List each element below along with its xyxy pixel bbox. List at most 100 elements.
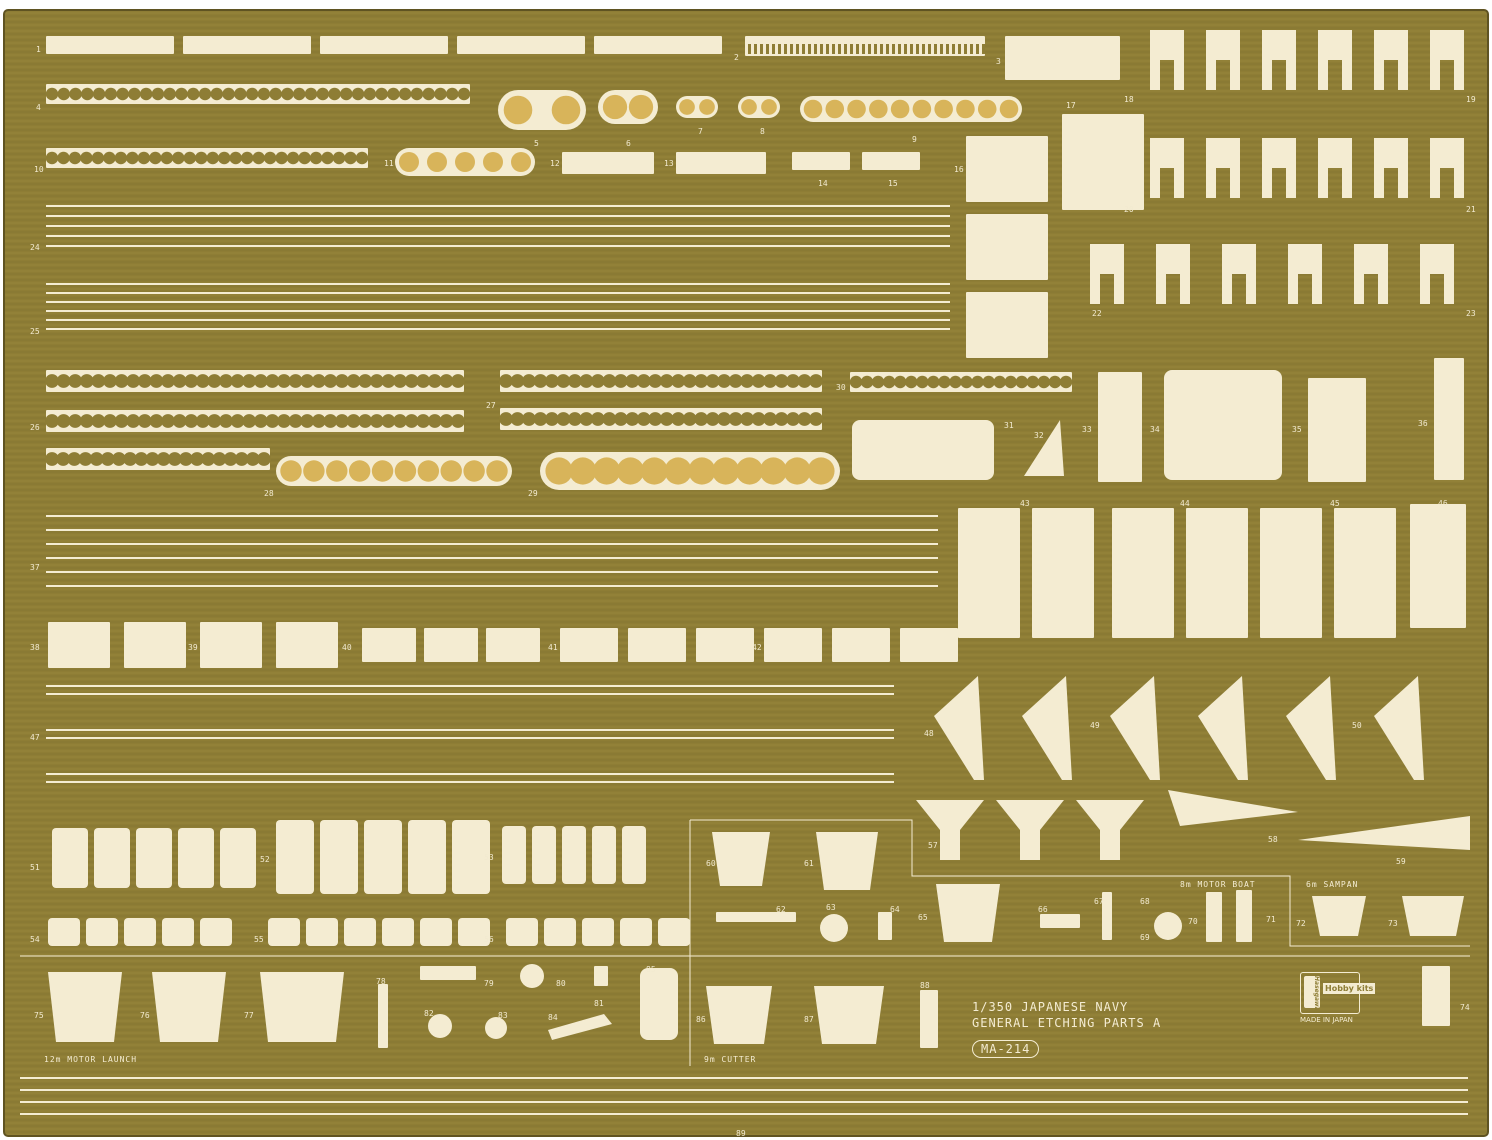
ladder-hole — [938, 375, 951, 389]
boat-part-55 — [306, 918, 338, 946]
ladder-hole — [309, 151, 323, 165]
ladder-hole — [304, 87, 318, 101]
ladder-hole — [636, 374, 651, 388]
part-number: 81 — [594, 999, 604, 1008]
boat-part-52 — [364, 820, 402, 894]
ladder-hole — [648, 374, 663, 388]
ladder-hole — [682, 374, 697, 388]
ladder-hole — [636, 412, 651, 426]
boat-part-51 — [52, 828, 88, 888]
ladder-hole — [89, 452, 104, 466]
panel-part-35 — [1308, 378, 1366, 482]
comb-tooth — [868, 44, 871, 54]
ladder-hole — [786, 374, 800, 388]
comb-tooth — [910, 44, 913, 54]
part-number: 4 — [36, 103, 41, 112]
hasegawa-wordmark: Hasegawa — [1304, 976, 1320, 1011]
ladder-hole — [971, 375, 984, 389]
ladder-hole — [207, 374, 222, 388]
boat-frame-part-72 — [1312, 896, 1366, 936]
ladder-hole — [68, 414, 83, 428]
ladder-hole — [648, 412, 663, 426]
frame-part-22 — [1222, 244, 1256, 304]
wheel — [664, 457, 692, 485]
wheel — [956, 99, 975, 119]
ladder-hole — [160, 151, 174, 165]
boat-part-55 — [344, 918, 376, 946]
stair-part-43 — [1186, 508, 1248, 638]
ladder-hole — [751, 374, 766, 388]
part-number: 69 — [1140, 933, 1150, 942]
ladder-hole — [92, 87, 106, 101]
part-number: 36 — [1418, 419, 1428, 428]
stair-part-43 — [1260, 508, 1322, 638]
part-number: 20 — [1124, 205, 1134, 214]
comb-tooth — [952, 44, 955, 54]
ladder-hole — [439, 374, 454, 388]
comb-tooth — [766, 44, 769, 54]
ladder-hole — [137, 414, 152, 428]
part-number: 21 — [1466, 205, 1476, 214]
wheel — [483, 152, 503, 172]
part-number: 3 — [996, 57, 1001, 66]
ladder-hole — [1037, 375, 1051, 389]
ladder-hole — [545, 412, 559, 426]
part-number: 8 — [760, 127, 765, 136]
boat-part-56 — [620, 918, 652, 946]
boat-frame-part-86 — [706, 986, 772, 1044]
comb-tooth — [784, 44, 787, 54]
frame-part-18 — [1206, 30, 1240, 90]
wheel — [679, 99, 695, 115]
ladder-hole — [849, 375, 863, 389]
part-12 — [562, 152, 654, 174]
blade-part-59 — [1298, 816, 1470, 850]
ladder-hole — [1048, 375, 1062, 389]
ladder-hole — [163, 87, 176, 101]
ladder-hole — [56, 374, 71, 388]
wheel — [511, 152, 531, 172]
ladder-hole — [568, 374, 582, 388]
part-number: 68 — [1140, 897, 1150, 906]
wheel — [593, 457, 621, 485]
comb-tooth — [814, 44, 817, 54]
part-number: 31 — [1004, 421, 1014, 430]
part-number: 72 — [1296, 919, 1306, 928]
frame-part-18 — [1150, 30, 1184, 90]
ladder-hole — [161, 374, 175, 388]
part-number: 9 — [912, 135, 917, 144]
frame-part-20 — [1374, 138, 1408, 198]
ladder-hole — [139, 87, 153, 101]
wheel — [977, 99, 997, 119]
ladder-hole — [134, 452, 149, 466]
ladder-hole — [257, 87, 271, 101]
part-62 — [716, 912, 796, 922]
bracket-part-57 — [1076, 800, 1144, 860]
comb-tooth — [940, 44, 943, 54]
ladder-hole — [993, 375, 1006, 389]
wheel — [803, 99, 823, 119]
frame-part-22 — [1156, 244, 1190, 304]
ladder-hole — [717, 374, 732, 388]
davit-part-16 — [966, 292, 1048, 358]
blade-part-58 — [1168, 790, 1298, 826]
ladder-hole — [671, 412, 686, 426]
comb-tooth — [826, 44, 829, 54]
label-motor-boat: 8m MOTOR BOAT — [1180, 880, 1256, 889]
frame-part-20 — [1430, 138, 1464, 198]
ladder-hole — [344, 151, 357, 165]
triangle-part-32 — [1024, 420, 1064, 476]
ladder-hole — [242, 414, 257, 428]
part-number: 64 — [890, 905, 900, 914]
boat-frame-part-87 — [814, 986, 884, 1044]
ladder-hole — [568, 412, 582, 426]
part-40 — [486, 628, 540, 662]
ladder-hole — [195, 374, 210, 388]
comb-tooth — [880, 44, 883, 54]
part-number: 52 — [260, 855, 270, 864]
part-38 — [200, 622, 262, 668]
ladder-hole — [275, 151, 288, 165]
frame-part-20 — [1262, 138, 1296, 198]
ladder-hole — [198, 87, 212, 101]
boat-part-52 — [320, 820, 358, 894]
ladder-hole — [602, 374, 617, 388]
